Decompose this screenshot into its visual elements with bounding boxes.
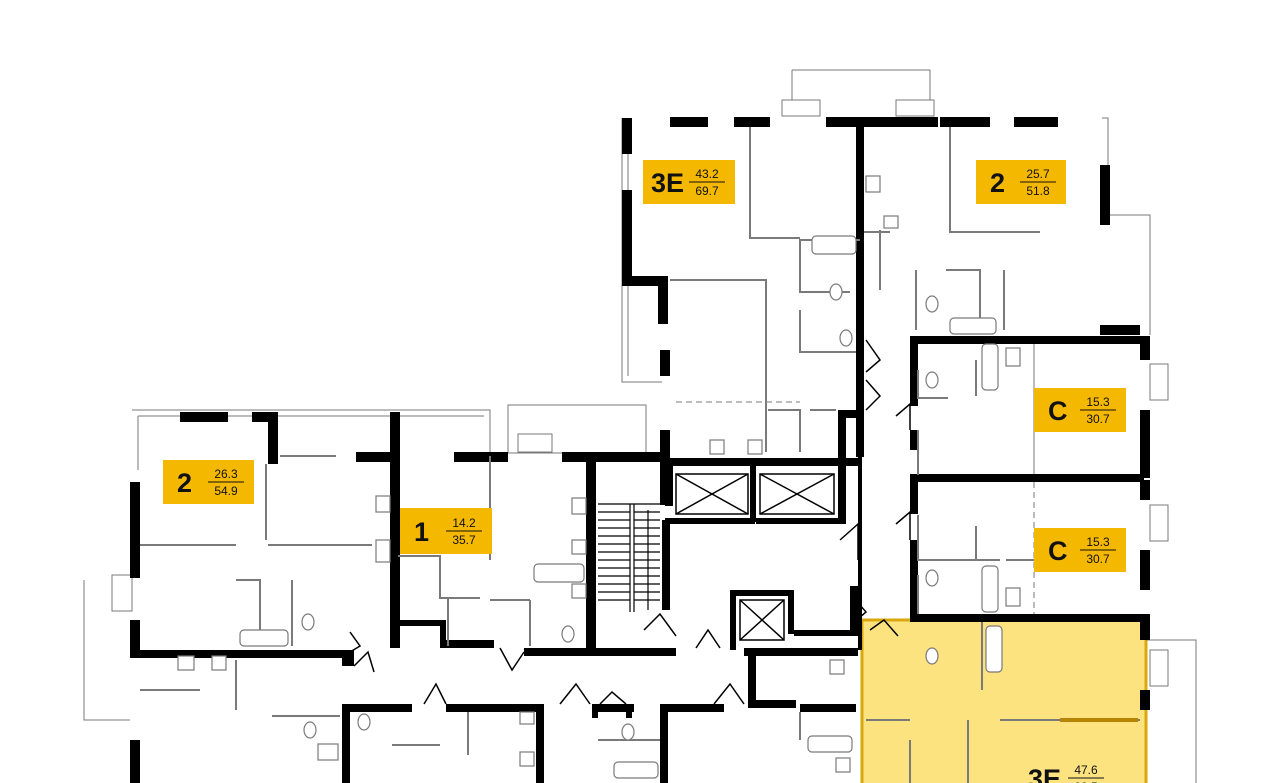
apartment-label-apt-2-left[interactable]: 2 26.3 54.9: [163, 460, 254, 504]
apartment-label-apt-c-upper[interactable]: С 15.3 30.7: [1034, 388, 1126, 432]
selected-apartment-highlight[interactable]: [860, 618, 1148, 783]
apartment-type: С: [1048, 536, 1068, 566]
total-area: 54.9: [214, 484, 238, 498]
balcony-outlines: [83, 69, 1197, 783]
fixtures: [177, 175, 1021, 779]
apartment-type: С: [1048, 396, 1068, 426]
total-area: 35.7: [452, 533, 476, 547]
living-area: 25.7: [1026, 167, 1050, 181]
apartment-label-apt-c-lower[interactable]: С 15.3 30.7: [1034, 528, 1126, 572]
total-area: 83.5: [1074, 780, 1098, 783]
apartment-label-apt-2-top-right[interactable]: 2 25.7 51.8: [976, 160, 1066, 204]
apartment-type: 3Е: [1028, 764, 1061, 783]
living-area: 26.3: [214, 467, 238, 481]
living-area: 14.2: [452, 516, 476, 530]
apartment-label-apt-3e-top[interactable]: 3Е 43.2 69.7: [643, 160, 735, 204]
total-area: 69.7: [695, 184, 719, 198]
total-area: 51.8: [1026, 184, 1050, 198]
apartment-type: 2: [177, 468, 192, 498]
elevators: [675, 473, 835, 641]
apartment-type: 1: [414, 517, 429, 547]
living-area: 15.3: [1086, 535, 1110, 549]
total-area: 30.7: [1086, 412, 1110, 426]
staircase: [598, 503, 660, 612]
living-area: 47.6: [1074, 763, 1098, 777]
living-area: 15.3: [1086, 395, 1110, 409]
total-area: 30.7: [1086, 552, 1110, 566]
apartment-label-apt-1[interactable]: 1 14.2 35.7: [400, 508, 492, 554]
apartment-label-apt-3e-selected[interactable]: 3Е 47.6 83.5: [1020, 756, 1114, 783]
partitions: [140, 127, 1140, 783]
structural-walls: [130, 117, 1150, 783]
apartment-type: 2: [990, 168, 1005, 198]
door-swings: [349, 339, 911, 705]
living-area: 43.2: [695, 167, 719, 181]
apartment-type: 3Е: [651, 168, 684, 198]
